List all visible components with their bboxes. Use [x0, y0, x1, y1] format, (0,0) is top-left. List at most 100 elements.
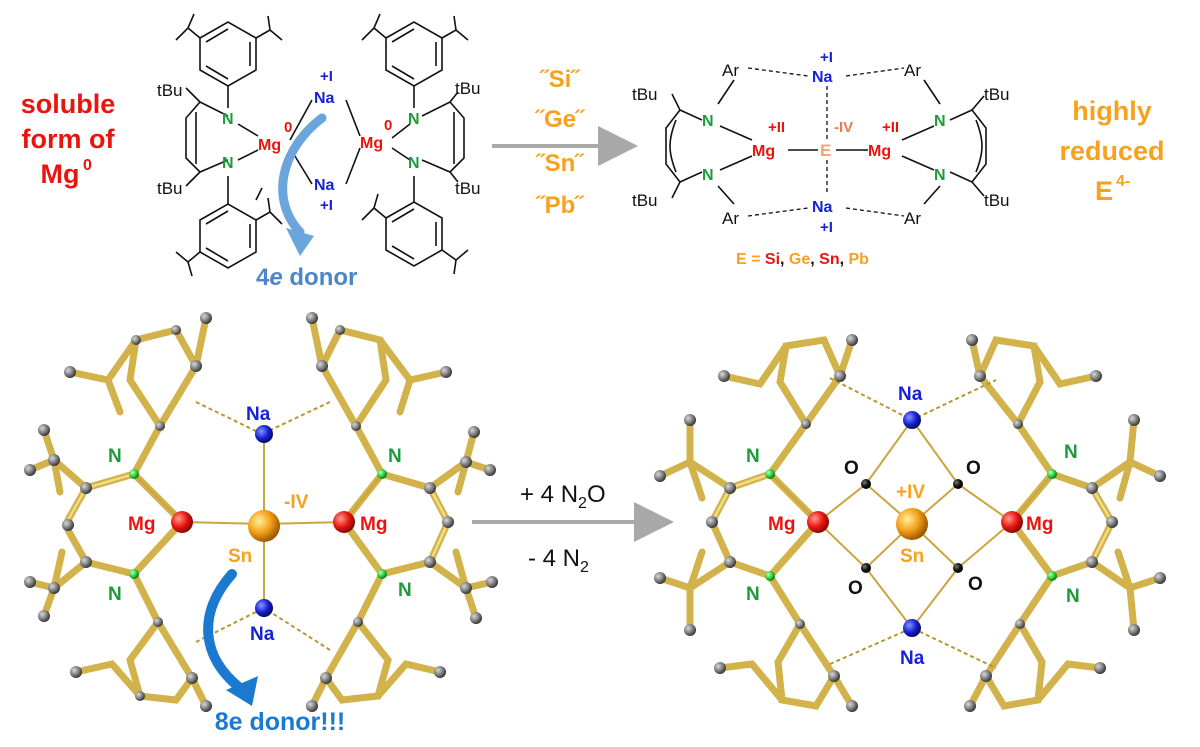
oxygen-label: O	[968, 574, 983, 595]
magnesium-label: Mg	[1026, 514, 1053, 535]
nitrogen-label: N	[1064, 442, 1078, 463]
tin-oxidation-state: +IV	[896, 482, 925, 503]
nitrogen-atom	[765, 571, 775, 581]
magnesium-label: Mg	[360, 514, 387, 535]
caption-line-3: E	[1095, 176, 1113, 206]
oxidation-state-mg: 0	[284, 119, 292, 136]
sodium-label: Na	[314, 90, 335, 107]
caption-line-2: form of	[22, 124, 116, 154]
aryl-ring	[199, 203, 257, 269]
element-list: E = Si, Ge, Sn, Pb	[736, 251, 869, 268]
aryl-label: Ar	[904, 209, 921, 228]
tin-label: Sn	[228, 546, 252, 567]
aryl-ring	[385, 21, 443, 87]
caption-superscript: 0	[83, 157, 92, 174]
oxygen-atom	[861, 563, 871, 573]
oxygen-label: O	[966, 458, 981, 479]
nitrogen-label: N	[702, 167, 714, 184]
nitrogen-label: N	[222, 155, 234, 172]
nitrogen-label: N	[408, 111, 420, 128]
tbu-label: tBu	[455, 179, 481, 198]
tbu-label: tBu	[984, 191, 1010, 210]
tbu-label: tBu	[632, 85, 658, 104]
tin-atom	[248, 510, 280, 542]
crystal-structure-right: N N N N Mg Mg Na Na +IV Sn O O O O	[654, 334, 1166, 712]
reagent-pb: ˝Pb˝	[535, 192, 586, 219]
sodium-label: Na	[812, 199, 833, 216]
soluble-mg0-caption: soluble form of Mg 0	[21, 89, 116, 189]
sodium-label: Na	[314, 177, 335, 194]
caption-line-3: Mg	[41, 159, 80, 189]
nitrogen-label: N	[746, 584, 760, 605]
nitrogen-label: N	[702, 113, 714, 130]
carbon-atoms	[24, 312, 498, 712]
nitrogen-atom	[129, 469, 139, 479]
nitrogen-label: N	[108, 584, 122, 605]
magnesium-atom	[807, 511, 829, 533]
reaction-conditions: + 4 N2O - 4 N2	[472, 481, 674, 576]
mg0-dimer-structure: tBu tBu N N Mg 0 +I Na Na +I Mg 0 N N tB…	[157, 13, 481, 291]
tbu-label: tBu	[455, 79, 481, 98]
oxidation-state-na: +I	[820, 219, 833, 236]
tin-label: Sn	[900, 546, 924, 567]
nitrogen-atom	[129, 569, 139, 579]
oxygen-atom	[953, 563, 963, 573]
caption-line-2: reduced	[1059, 136, 1164, 166]
aryl-label: Ar	[722, 61, 739, 80]
nitrogen-label: N	[746, 446, 760, 467]
magnesium-atom	[1001, 511, 1023, 533]
oxidation-state-na: +I	[820, 49, 833, 66]
e4-complex-structure: tBu tBu N N Ar Ar Mg +II E -IV Mg +II +I…	[632, 49, 1010, 268]
sodium-label: Na	[900, 648, 925, 669]
caption-line-1: soluble	[21, 89, 116, 119]
carbon-atoms	[654, 334, 1166, 712]
oxidation-state-na: +I	[320, 197, 333, 214]
reagent-ge: ˝Ge˝	[534, 106, 586, 133]
oxygen-atom	[861, 479, 871, 489]
tbu-label: tBu	[157, 179, 183, 198]
sodium-atom	[903, 411, 921, 429]
oxidation-state-mg: +II	[882, 119, 899, 136]
sodium-atom	[903, 619, 921, 637]
magnesium-atom	[171, 511, 193, 533]
magnesium-label: Mg	[128, 514, 155, 535]
donor-arrow-head	[286, 228, 314, 256]
crystal-structure-left: N N N N Mg Mg Na Na Sn -IV 8e donor!!!	[24, 312, 498, 736]
reagent-si: ˝Si˝	[539, 66, 582, 93]
tbu-label: tBu	[632, 191, 658, 210]
aryl-label: Ar	[722, 209, 739, 228]
magnesium-label: Mg	[752, 143, 775, 160]
nitrogen-atom	[377, 569, 387, 579]
donor-arrow-head	[226, 676, 258, 706]
nitrogen-label: N	[1066, 586, 1080, 607]
tbu-label: tBu	[984, 85, 1010, 104]
sodium-atom	[255, 425, 273, 443]
nitrogen-label: N	[398, 580, 412, 601]
reagent-sn: ˝Sn˝	[535, 150, 586, 177]
aryl-ring	[199, 21, 257, 87]
nitrogen-label: N	[388, 446, 402, 467]
nitrogen-label: N	[108, 446, 122, 467]
nitrogen-label: N	[934, 113, 946, 130]
oxidation-state-e: -IV	[834, 119, 853, 136]
magnesium-atom	[333, 511, 355, 533]
condition-above: + 4 N2O	[520, 481, 606, 512]
nitrogen-label: N	[934, 167, 946, 184]
highly-reduced-caption: highly reduced E 4-	[1059, 96, 1164, 206]
sodium-label: Na	[898, 384, 923, 405]
aryl-ring	[385, 201, 443, 267]
sodium-label: Na	[812, 69, 833, 86]
condition-below: - 4 N2	[528, 545, 589, 576]
iso-pentyl-substituent	[175, 13, 201, 41]
sodium-label: Na	[250, 624, 275, 645]
oxidation-state-na: +I	[320, 68, 333, 85]
magnesium-label: Mg	[258, 137, 281, 154]
nitrogen-atom	[377, 469, 387, 479]
tin-atom	[896, 508, 928, 540]
tbu-label: tBu	[157, 81, 183, 100]
oxygen-label: O	[844, 458, 859, 479]
oxidation-state-mg: +II	[768, 119, 785, 136]
nitrogen-atom	[1047, 469, 1057, 479]
